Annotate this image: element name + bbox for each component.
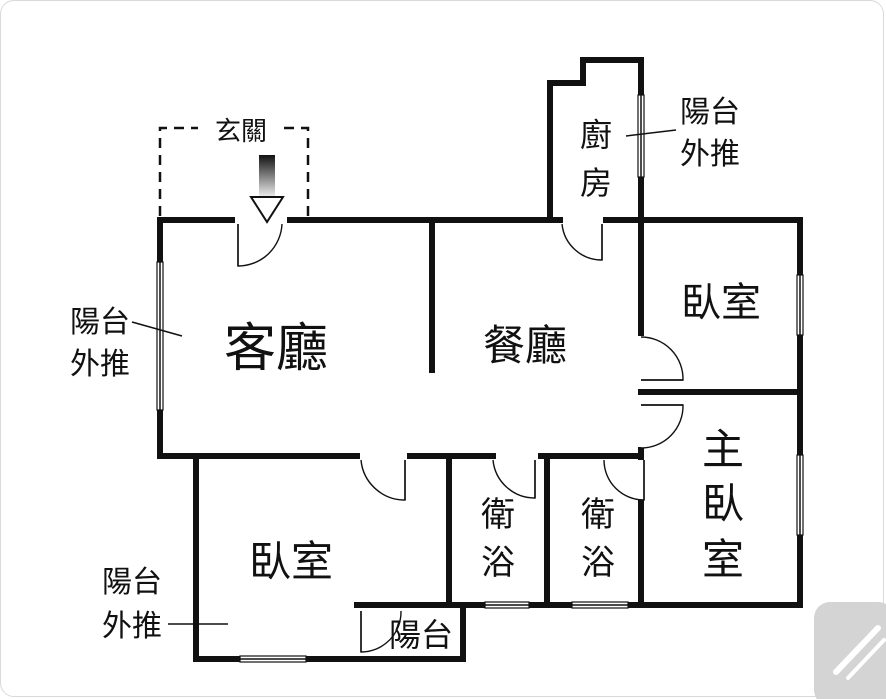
bathroom-1-label-line1: 衛 [481,495,515,535]
windows [156,94,804,663]
kitchen-label-line1: 廚 [580,116,612,154]
doors [237,223,684,653]
walls [157,57,803,662]
master-bedroom-label-line1: 主 [702,425,744,474]
bedroom-balcony-label-line1: 陽台 [102,565,162,600]
bedroom-balcony-label-line2: 外推 [102,609,162,644]
entrance-label: 玄關 [215,117,267,147]
leader-lines [131,129,677,625]
pencil-icon[interactable] [814,602,886,699]
kitchen-balcony-label-line2: 外推 [680,137,740,172]
balcony-small-label: 陽台 [389,616,453,654]
bathroom-2-label-line2: 浴 [581,543,615,583]
entrance-area [158,126,310,216]
bedroom-sw-label: 臥室 [249,537,333,586]
kitchen-label-line2: 房 [580,164,612,202]
living-room-label: 客廳 [224,319,328,379]
living-balcony-label-line2: 外推 [70,347,130,382]
living-balcony-label-line1: 陽台 [70,305,130,340]
bathroom-1-label-line2: 浴 [481,543,515,583]
dining-room-label: 餐廳 [483,321,567,370]
bathroom-2-label-line1: 衛 [581,495,615,535]
arrow-down-icon [249,155,285,224]
master-bedroom-label-line2: 臥 [702,479,744,528]
bedroom-ne-label: 臥室 [681,280,761,326]
master-bedroom-label-line3: 室 [702,535,744,584]
kitchen-balcony-label-line1: 陽台 [680,95,740,130]
